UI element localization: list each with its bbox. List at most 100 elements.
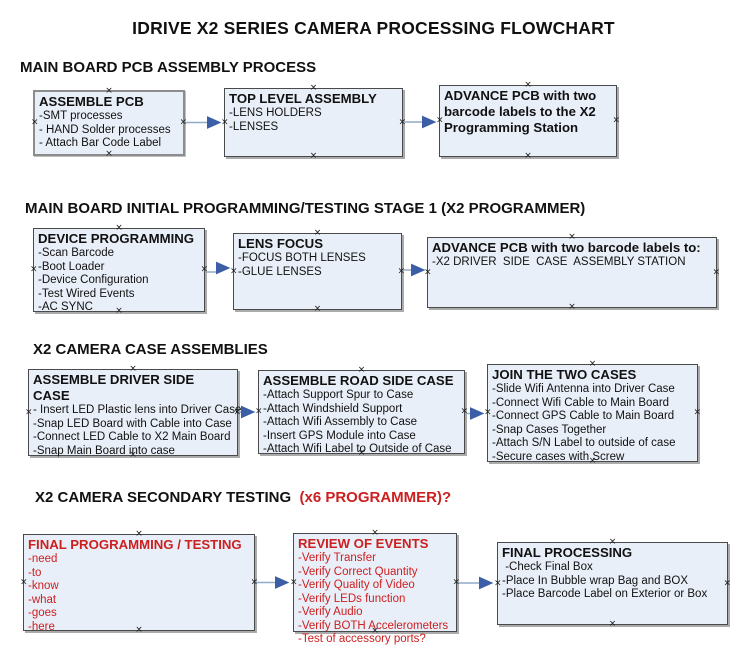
flow-box-final-processing[interactable]: FINAL PROCESSING -Check Final Box -Place… <box>494 538 731 629</box>
box-item: -Connect LED Cable to X2 Main Board <box>33 431 231 443</box>
box-title: ASSEMBLE ROAD SIDE CASE <box>263 373 454 388</box>
box-item: -Verify Audio <box>298 606 363 618</box>
box-item: -goes <box>28 607 57 619</box>
box-item: -Verify Correct Quantity <box>298 565 418 578</box>
box-item: -Device Configuration <box>38 274 149 286</box>
box-item: -Attach S/N Label to outside of case <box>492 437 676 449</box>
flow-box-top-level-assembly[interactable]: TOP LEVEL ASSEMBLY -LENS HOLDERS -LENSES… <box>221 84 406 161</box>
connection-point-icon: × <box>200 264 208 275</box>
connection-point-icon: × <box>568 232 576 242</box>
connection-point-icon: × <box>115 306 123 316</box>
connection-point-icon: × <box>309 151 318 161</box>
connection-point-icon: × <box>436 115 444 126</box>
connection-point-icon: × <box>693 407 701 418</box>
box-item: -need <box>28 553 58 565</box>
connection-point-icon: × <box>524 151 532 161</box>
connection-point-icon: × <box>357 365 366 375</box>
box-item: -Attach Wifi Assembly to Case <box>263 416 418 428</box>
connection-point-icon: × <box>250 577 258 587</box>
section-heading-pcb-assembly: MAIN BOARD PCB ASSEMBLY PROCESS <box>20 59 317 76</box>
connection-point-icon: × <box>290 577 298 587</box>
connection-point-icon: × <box>230 266 238 276</box>
box-title: ADVANCE PCB with two barcode labels to: <box>432 240 701 255</box>
connection-point-icon: × <box>135 529 143 539</box>
box-item: -LENS HOLDERS <box>229 107 322 119</box>
box-item: -to <box>28 566 42 579</box>
connection-point-icon: × <box>397 266 405 276</box>
box-title: JOIN THE TWO CASES <box>492 367 637 382</box>
box-item: - Attach Bar Code Label <box>39 137 162 149</box>
connection-point-icon: × <box>568 302 576 312</box>
box-item: -Snap LED Board with Cable into Case <box>33 417 232 430</box>
flow-box-final-programming-testing[interactable]: FINAL PROGRAMMING / TESTING -need -to -k… <box>20 530 258 635</box>
box-item: -Check Final Box <box>502 561 593 573</box>
flow-box-lens-focus[interactable]: LENS FOCUS -FOCUS BOTH LENSES -GLUE LENS… <box>230 229 405 314</box>
flow-box-advance-pcb-driver-side[interactable]: ADVANCE PCB with two barcode labels to: … <box>424 233 720 312</box>
connection-point-icon: × <box>371 528 379 538</box>
connection-point-icon: × <box>309 83 318 93</box>
box-item: -Snap Cases Together <box>492 423 607 436</box>
box-item: -Test of accessory ports? <box>298 633 426 645</box>
connection-point-icon: × <box>612 115 620 126</box>
flow-box-join-the-two-cases[interactable]: JOIN THE TWO CASES -Slide Wifi Antenna i… <box>484 360 701 466</box>
flow-box-device-programming[interactable]: DEVICE PROGRAMMING -Scan Barcode -Boot L… <box>30 224 208 316</box>
box-item: -Slide Wifi Antenna into Driver Case <box>492 383 675 395</box>
box-item: -Boot Loader <box>38 260 105 273</box>
box-title: DEVICE PROGRAMMING <box>38 231 195 246</box>
connection-point-icon: × <box>588 456 597 466</box>
connection-point-icon: × <box>25 407 33 417</box>
connection-point-icon: × <box>105 86 113 96</box>
box-item: -Verify BOTH Accelerometers <box>298 619 449 632</box>
box-title: REVIEW OF EVENTS <box>298 536 429 551</box>
connection-point-icon: × <box>460 406 468 417</box>
box-item: -Secure cases with Screw <box>492 450 625 463</box>
connection-point-icon: × <box>712 267 720 277</box>
section-heading-secondary-testing-red: (x6 PROGRAMMER)? <box>295 489 452 506</box>
box-item: -X2 DRIVER SIDE CASE ASSEMBLY STATION <box>432 256 686 268</box>
box-item: -Test Wired Events <box>38 287 135 300</box>
box-item: -GLUE LENSES <box>238 265 322 278</box>
connection-point-icon: × <box>357 448 366 458</box>
connection-point-icon: × <box>398 117 406 127</box>
connection-point-icon: × <box>494 578 502 588</box>
box-item: -Place Barcode Label on Exterior or Box <box>502 588 708 600</box>
box-item: -Snap Main Board into case <box>33 444 175 457</box>
box-item: -LENSES <box>229 120 279 133</box>
connection-point-icon: × <box>524 80 532 90</box>
box-item: -Verify LEDs function <box>298 592 406 605</box>
box-item: -what <box>28 593 57 606</box>
box-item: -Verify Transfer <box>298 552 376 564</box>
box-item: -Attach Wifi Label to Outside of Case <box>263 443 452 455</box>
flow-box-assemble-pcb[interactable]: ASSEMBLE PCB -SMT processes - HAND Solde… <box>31 86 187 159</box>
connection-point-icon: × <box>608 619 617 629</box>
connection-point-icon: × <box>484 407 492 418</box>
box-item: - HAND Solder processes <box>39 123 171 136</box>
flow-box-assemble-road-side-case[interactable]: ASSEMBLE ROAD SIDE CASE -Attach Support … <box>255 366 468 458</box>
box-item: - Insert LED Plastic lens into Driver Ca… <box>33 404 242 416</box>
connection-point-icon: × <box>30 264 38 275</box>
box-title: ADVANCE PCB with two barcode labels to t… <box>444 88 597 135</box>
box-item: -know <box>28 580 59 592</box>
connector-arrow[interactable] <box>205 261 231 275</box>
connection-point-icon: × <box>135 625 143 635</box>
section-heading-case-assemblies: X2 CAMERA CASE ASSEMBLIES <box>33 341 268 358</box>
section-heading-secondary-testing: X2 CAMERA SECONDARY TESTING (x6 PROGRAMM… <box>35 489 451 506</box>
box-title: TOP LEVEL ASSEMBLY <box>229 91 377 106</box>
box-title: ASSEMBLE PCB <box>39 94 144 109</box>
box-item: -Connect Wifi Cable to Main Board <box>492 396 670 409</box>
connection-point-icon: × <box>452 577 460 587</box>
box-title: LENS FOCUS <box>238 236 323 251</box>
flow-box-assemble-driver-side-case[interactable]: ASSEMBLE DRIVER SIDE CASE - Insert LED P… <box>25 365 242 460</box>
flow-box-review-of-events[interactable]: REVIEW OF EVENTS -Verify Transfer -Verif… <box>290 529 460 646</box>
connection-point-icon: × <box>608 537 617 547</box>
connection-point-icon: × <box>371 626 379 636</box>
flow-box-advance-pcb-programming-station[interactable]: ADVANCE PCB with two barcode labels to t… <box>436 81 620 161</box>
connection-point-icon: × <box>313 304 322 314</box>
connection-point-icon: × <box>313 228 322 238</box>
connection-point-icon: × <box>221 117 229 127</box>
box-item: -Place In Bubble wrap Bag and BOX <box>502 574 689 587</box>
connection-point-icon: × <box>115 223 123 233</box>
connection-point-icon: × <box>233 407 241 417</box>
connection-point-icon: × <box>31 117 39 128</box>
